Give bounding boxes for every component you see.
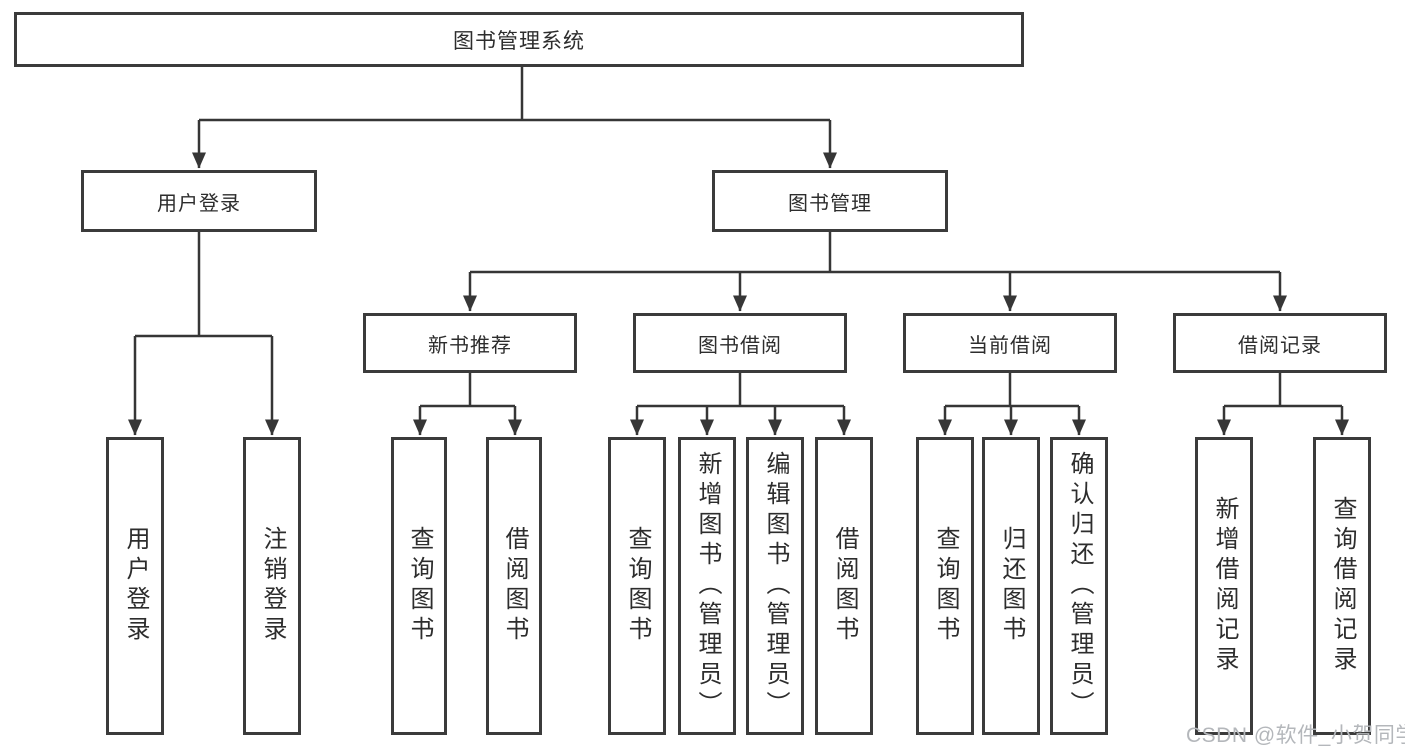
node-leaf-borrow-borrow-book: 借阅图书 (815, 437, 873, 735)
node-borrow-records: 借阅记录 (1173, 313, 1387, 373)
connector-user-login-branch (128, 232, 279, 436)
node-leaf-borrow-add-book-label: 新增图书（管理员） (694, 451, 721, 721)
node-leaf-borrow-borrow-book-label: 借阅图书 (831, 526, 858, 646)
node-leaf-current-return-book-label: 归还图书 (998, 526, 1025, 646)
watermark: CSDN @软件_小贺同学 (1186, 724, 1405, 747)
node-leaf-records-query-record: 查询借阅记录 (1313, 437, 1371, 735)
node-leaf-borrow-edit-book-label: 编辑图书（管理员） (762, 451, 789, 721)
node-book-borrow: 图书借阅 (633, 313, 847, 373)
node-user-login: 用户登录 (81, 170, 317, 232)
node-leaf-current-return-book: 归还图书 (982, 437, 1040, 735)
node-leaf-current-confirm-return: 确认归还（管理员） (1050, 437, 1108, 735)
connector-book-management-branch (463, 232, 1287, 312)
node-leaf-records-add-record: 新增借阅记录 (1195, 437, 1253, 735)
node-leaf-logout-login: 注销登录 (243, 437, 301, 735)
node-leaf-user-login: 用户登录 (106, 437, 164, 735)
node-leaf-current-query-book: 查询图书 (916, 437, 974, 735)
node-leaf-logout-login-label: 注销登录 (259, 526, 286, 646)
node-leaf-current-query-book-label: 查询图书 (932, 526, 959, 646)
node-leaf-borrow-add-book: 新增图书（管理员） (678, 437, 736, 735)
node-leaf-user-login-label: 用户登录 (122, 526, 149, 646)
node-leaf-rec-query-book: 查询图书 (391, 437, 447, 735)
node-leaf-records-query-record-label: 查询借阅记录 (1329, 496, 1356, 676)
node-leaf-rec-query-book-label: 查询图书 (406, 526, 433, 646)
node-new-book-recommend: 新书推荐 (363, 313, 577, 373)
node-root: 图书管理系统 (14, 12, 1024, 67)
connector-book-borrow-branch (630, 373, 851, 436)
node-current-borrow: 当前借阅 (903, 313, 1117, 373)
connector-new-book-recommend-branch (413, 373, 522, 436)
node-leaf-records-add-record-label: 新增借阅记录 (1211, 496, 1238, 676)
node-leaf-rec-borrow-book-label: 借阅图书 (501, 526, 528, 646)
connector-borrow-records-branch (1217, 373, 1349, 436)
connector-root-to-level2 (192, 67, 837, 169)
node-leaf-rec-borrow-book: 借阅图书 (486, 437, 542, 735)
node-leaf-borrow-query-book: 查询图书 (608, 437, 666, 735)
connector-current-borrow-branch (938, 373, 1086, 436)
node-leaf-current-confirm-return-label: 确认归还（管理员） (1066, 451, 1093, 721)
node-leaf-borrow-query-book-label: 查询图书 (624, 526, 651, 646)
node-book-management: 图书管理 (712, 170, 948, 232)
node-leaf-borrow-edit-book: 编辑图书（管理员） (746, 437, 804, 735)
